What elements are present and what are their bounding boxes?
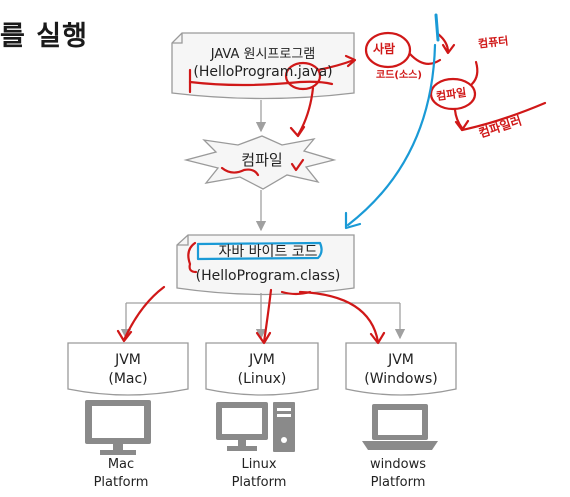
handwritten-computer: 컴퓨터	[477, 34, 510, 51]
jvm-os: (Windows)	[364, 371, 438, 387]
handwritten-person: 사람	[373, 42, 396, 56]
jvm-box-linux	[205, 342, 319, 396]
source-document-fold	[172, 33, 183, 44]
jvm-title: JVM	[249, 352, 275, 368]
source-file-label: (HelloProgram.java)	[193, 64, 333, 80]
bytecode-document-shape	[176, 234, 355, 296]
platform-word: Platform	[370, 475, 426, 490]
platform-mac-label: Mac Platform	[66, 456, 176, 492]
jvm-box-windows	[345, 342, 457, 396]
desktop-tower-icon	[216, 402, 295, 452]
platform-name: windows	[369, 457, 427, 472]
jvm-windows-label: JVM (Windows)	[341, 351, 461, 389]
handwritten-code-source: 코드(소스)	[376, 70, 422, 81]
platform-name: Linux	[241, 457, 277, 472]
jvm-os: (Mac)	[108, 371, 148, 387]
platform-name: Mac	[107, 457, 135, 472]
monitor-icon	[85, 400, 151, 455]
bytecode-document-fold	[177, 235, 189, 246]
bytecode-label: 자바 바이트 코드	[218, 244, 318, 260]
platform-linux-label: Linux Platform	[204, 456, 314, 492]
bytecode-file-label: (HelloProgram.class)	[195, 268, 341, 284]
jvm-mac-label: JVM (Mac)	[68, 351, 188, 389]
handwritten-annotations-blue	[196, 13, 440, 261]
slide-heading: 를 실행	[0, 21, 88, 52]
jvm-os: (Linux)	[237, 371, 287, 387]
compile-label: 컴파일	[241, 151, 283, 169]
compile-burst-shape	[183, 135, 337, 190]
jvm-title: JVM	[115, 352, 141, 368]
laptop-icon	[362, 404, 438, 450]
platform-word: Platform	[231, 475, 287, 490]
handwritten-annotations-red	[116, 31, 547, 345]
platform-word: Platform	[93, 475, 149, 490]
platform-windows-label: windows Platform	[343, 456, 453, 492]
jvm-linux-label: JVM (Linux)	[202, 351, 322, 389]
jvm-title: JVM	[388, 352, 414, 368]
jvm-box-mac	[67, 342, 189, 396]
source-program-label: JAVA 원시프로그램	[210, 47, 316, 62]
